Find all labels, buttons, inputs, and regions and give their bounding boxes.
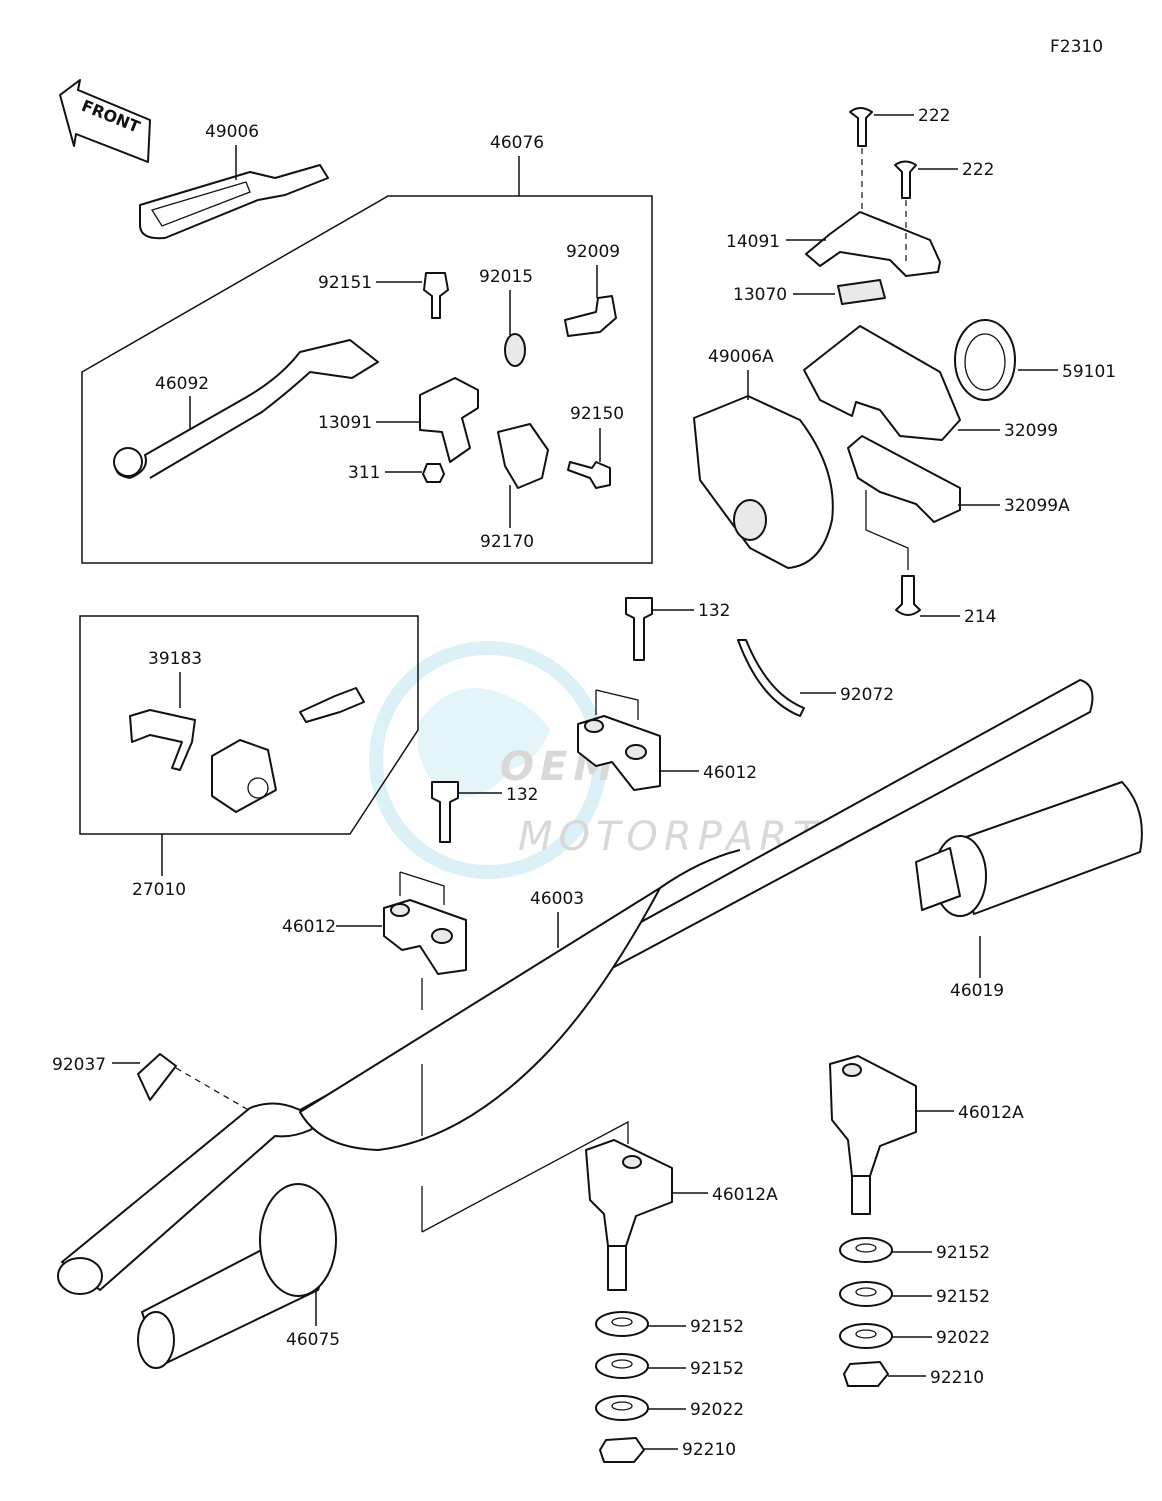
- label-46012-b: 46012: [282, 917, 336, 937]
- collar-13070: [837, 279, 886, 305]
- label-92015: 92015: [479, 267, 533, 287]
- switch-body: [211, 739, 277, 813]
- assembly-box-46076: [81, 195, 653, 564]
- label-32099: 32099: [1004, 421, 1058, 441]
- label-214: 214: [964, 607, 996, 627]
- switch-connector: [299, 687, 365, 723]
- label-92152-a: 92152: [690, 1317, 744, 1337]
- label-92009: 92009: [566, 242, 620, 262]
- clip-92037: [137, 1053, 177, 1101]
- label-132-a: 132: [698, 601, 730, 621]
- label-46019: 46019: [950, 981, 1004, 1001]
- label-46012A-b: 46012A: [958, 1103, 1024, 1123]
- assembly-box-27010: [79, 615, 419, 835]
- cable-tie-92072: [737, 639, 805, 717]
- clamp-46012-a: [577, 715, 661, 791]
- label-49006: 49006: [205, 122, 259, 142]
- label-27010: 27010: [132, 880, 186, 900]
- riser-46012A-b: [829, 1055, 917, 1215]
- label-46092: 46092: [155, 374, 209, 394]
- label-46012-a: 46012: [703, 763, 757, 783]
- label-92210-b: 92210: [930, 1368, 984, 1388]
- label-13070: 13070: [733, 285, 787, 305]
- washer-92152-d: [839, 1281, 893, 1307]
- cover-14091: [805, 211, 941, 277]
- bolt-132-b: [431, 781, 459, 843]
- label-92022-b: 92022: [936, 1328, 990, 1348]
- label-92150: 92150: [570, 404, 624, 424]
- bolt-92151: [423, 272, 449, 319]
- clamp-46012-b: [383, 899, 467, 975]
- label-39183: 39183: [148, 649, 202, 669]
- washer-92022-b: [839, 1323, 893, 1349]
- riser-46012A-a: [585, 1139, 673, 1291]
- handlebar-46003: [57, 679, 1094, 1295]
- nut-92210-b: [843, 1361, 889, 1387]
- washer-92022-a: [595, 1395, 649, 1421]
- label-32099A: 32099A: [1004, 496, 1070, 516]
- throttle-pulley-59101: [954, 319, 1016, 401]
- guard-49006A: [693, 395, 834, 569]
- screw-222-b: [894, 160, 917, 199]
- washer-92152-c: [839, 1237, 893, 1263]
- label-13091: 13091: [318, 413, 372, 433]
- bolt-132-a: [625, 597, 653, 661]
- label-92152-b: 92152: [690, 1359, 744, 1379]
- clutch-lever-46092: [113, 339, 379, 479]
- nut-311: [422, 463, 445, 483]
- label-311: 311: [348, 463, 380, 483]
- label-92037: 92037: [52, 1055, 106, 1075]
- lever-guard-49006: [139, 164, 329, 240]
- label-46075: 46075: [286, 1330, 340, 1350]
- washer-92152-a: [595, 1311, 649, 1337]
- housing-32099: [803, 325, 961, 441]
- bolt-92150: [567, 461, 611, 489]
- front-arrow-icon: FRONT: [59, 79, 151, 163]
- washer-92152-b: [595, 1353, 649, 1379]
- label-92072: 92072: [840, 685, 894, 705]
- grip-46075: [137, 1183, 337, 1369]
- label-46003: 46003: [530, 889, 584, 909]
- diagram-id: F2310: [1050, 37, 1103, 57]
- label-92210-a: 92210: [682, 1440, 736, 1460]
- label-92022-a: 92022: [690, 1400, 744, 1420]
- switch-clamp-39183: [129, 709, 196, 771]
- screw-214: [895, 575, 921, 616]
- label-46012A-a: 46012A: [712, 1185, 778, 1205]
- label-92151: 92151: [318, 273, 372, 293]
- label-92152-c: 92152: [936, 1243, 990, 1263]
- adjuster-92009: [564, 295, 617, 337]
- label-46076: 46076: [490, 133, 544, 153]
- grip-46019: [915, 781, 1143, 917]
- adjuster-nut-92015: [504, 333, 526, 367]
- label-14091: 14091: [726, 232, 780, 252]
- label-222-b: 222: [962, 160, 994, 180]
- label-132-b: 132: [506, 785, 538, 805]
- label-222-a: 222: [918, 106, 950, 126]
- label-49006A: 49006A: [708, 347, 774, 367]
- label-92152-d: 92152: [936, 1287, 990, 1307]
- label-92170: 92170: [480, 532, 534, 552]
- nut-92210-a: [599, 1437, 645, 1463]
- label-59101: 59101: [1062, 362, 1116, 382]
- housing-32099A: [847, 435, 961, 523]
- screw-222-a: [849, 107, 873, 147]
- lever-holder-13091: [419, 377, 549, 489]
